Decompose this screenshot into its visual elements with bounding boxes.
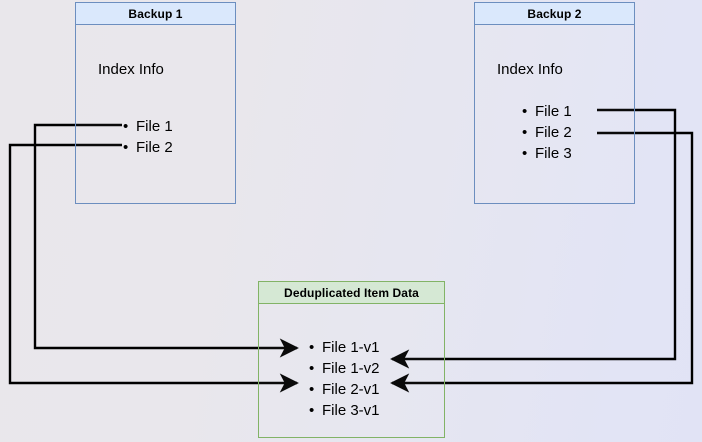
backup1-file-item[interactable]: File 2 (123, 137, 173, 158)
backup2-index-label: Index Info (497, 61, 563, 78)
backup2-file-item[interactable]: File 3 (522, 143, 572, 164)
dedup-box[interactable]: Deduplicated Item Data File 1-v1 File 1-… (258, 281, 445, 438)
backup1-header: Backup 1 (75, 2, 236, 25)
dedup-header: Deduplicated Item Data (258, 281, 445, 304)
backup2-file-item[interactable]: File 1 (522, 101, 572, 122)
backup1-file-list: File 1 File 2 (120, 116, 173, 158)
backup2-header: Backup 2 (474, 2, 635, 25)
dedup-title: Deduplicated Item Data (284, 285, 419, 300)
dedup-item-list: File 1-v1 File 1-v2 File 2-v1 File 3-v1 (306, 337, 379, 421)
dedup-item[interactable]: File 1-v2 (309, 358, 379, 379)
backup1-body (75, 2, 236, 204)
dedup-item[interactable]: File 3-v1 (309, 400, 379, 421)
backup1-box[interactable]: Backup 1 Index Info File 1 File 2 (75, 2, 236, 204)
backup1-title: Backup 1 (128, 6, 183, 21)
dedup-item[interactable]: File 2-v1 (309, 379, 379, 400)
backup1-file-item[interactable]: File 1 (123, 116, 173, 137)
backup2-box[interactable]: Backup 2 Index Info File 1 File 2 File 3 (474, 2, 635, 204)
dedup-item[interactable]: File 1-v1 (309, 337, 379, 358)
backup2-file-item[interactable]: File 2 (522, 122, 572, 143)
backup1-index-label: Index Info (98, 61, 164, 78)
backup2-title: Backup 2 (527, 6, 582, 21)
backup2-file-list: File 1 File 2 File 3 (519, 101, 572, 164)
